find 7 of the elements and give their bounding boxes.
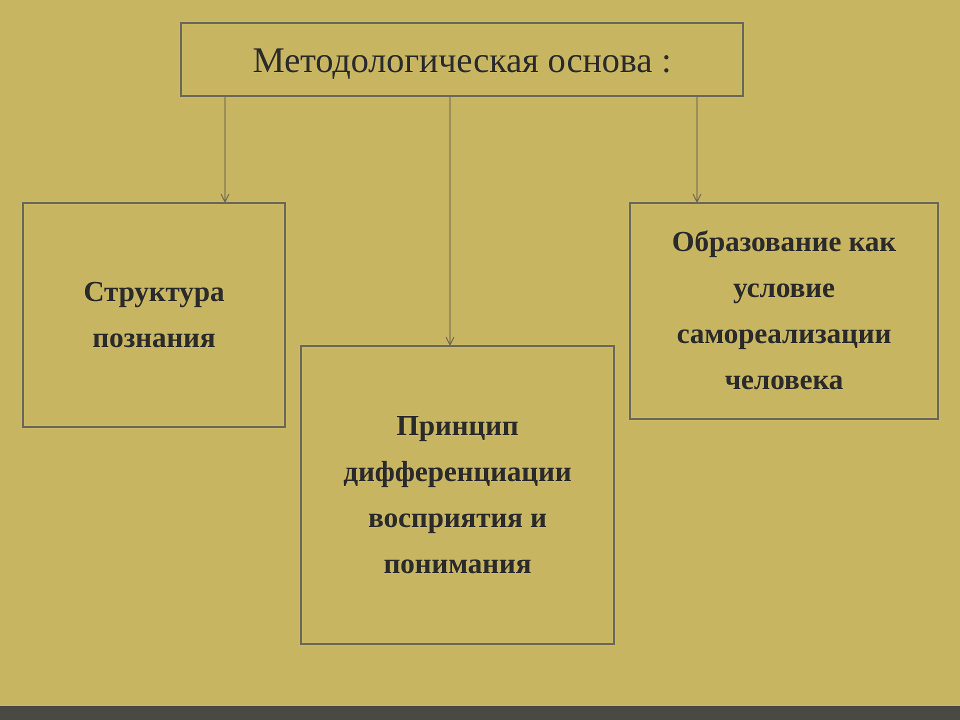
heading-box: Методологическая основа : (180, 22, 744, 97)
arrow (692, 96, 702, 202)
text-box: Принцип дифференциации восприятия и понимания (300, 345, 615, 645)
arrow (220, 96, 230, 202)
text-box: Структура познания (22, 202, 286, 428)
arrow (446, 96, 454, 346)
text-box: Образование как условие самореализации человека (629, 202, 939, 420)
